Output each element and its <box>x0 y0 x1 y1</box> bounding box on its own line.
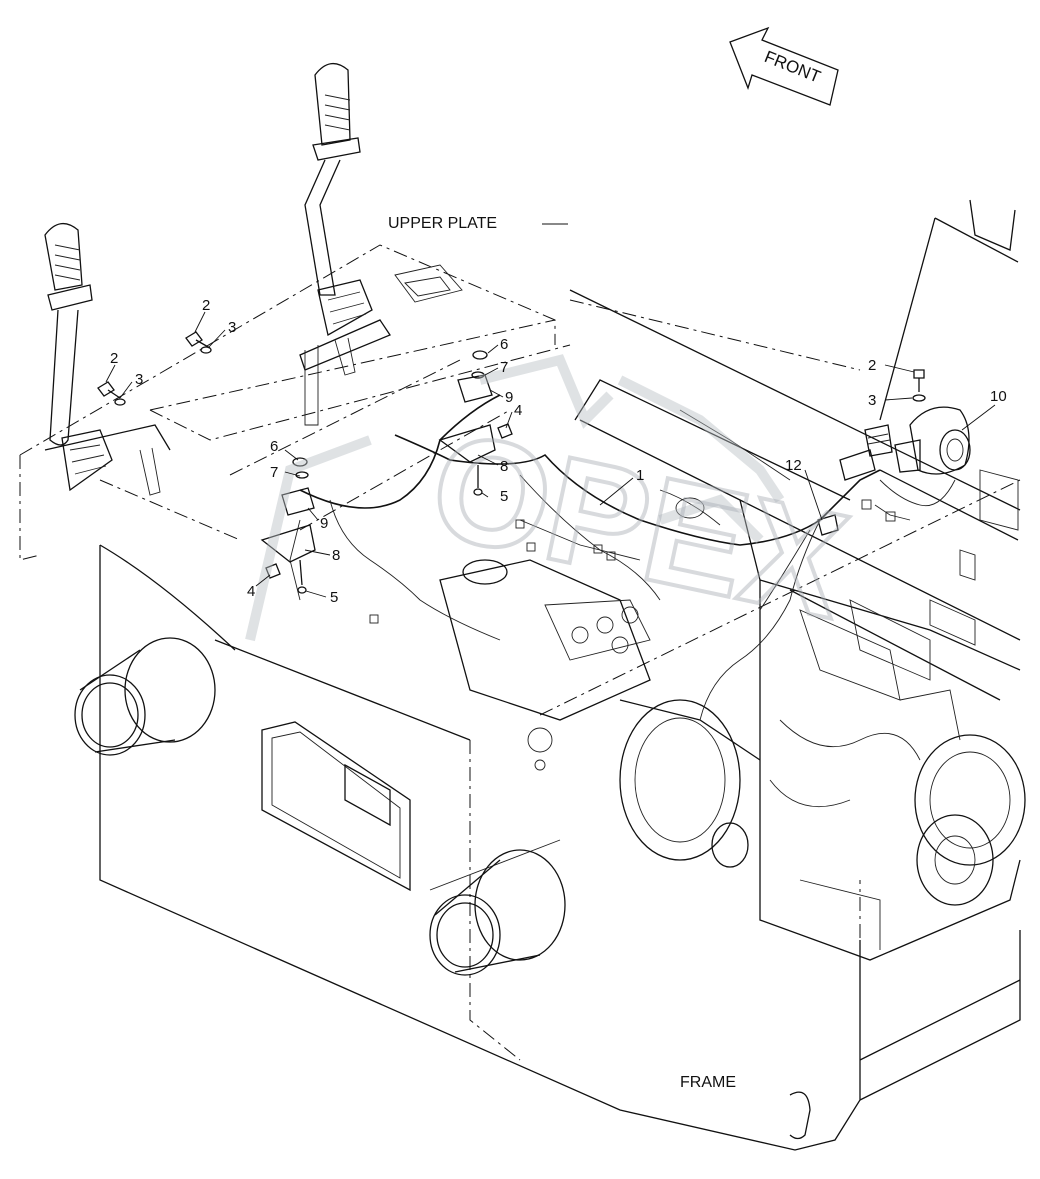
callout-1: 1 <box>636 467 644 484</box>
callout-5-a: 5 <box>500 488 508 505</box>
watermark-text: OPEX <box>418 399 861 650</box>
callout-6-a: 6 <box>500 336 508 353</box>
callout-leaders <box>105 311 996 598</box>
callout-9-b: 9 <box>320 515 328 532</box>
upper-plate <box>19 244 1021 1100</box>
arrow-left-icon <box>729 26 839 106</box>
front-label: FRONT <box>762 47 823 87</box>
callout-3-a: 3 <box>228 319 236 336</box>
callout-5-b: 5 <box>330 589 338 606</box>
callout-7-a: 7 <box>500 359 508 376</box>
engine-assembly <box>439 289 1026 961</box>
callout-2-c: 2 <box>868 357 876 374</box>
callout-8-a: 8 <box>500 458 508 475</box>
callout-3-c: 3 <box>868 392 876 409</box>
callout-2-b: 2 <box>110 350 118 367</box>
callout-8-b: 8 <box>332 547 340 564</box>
callout-7-b: 7 <box>270 464 278 481</box>
rear-panel <box>879 199 1019 541</box>
callout-3-b: 3 <box>135 371 143 388</box>
frame-label: FRAME <box>680 1074 736 1091</box>
callout-2-a: 2 <box>202 297 210 314</box>
callout-4-a: 4 <box>514 402 522 419</box>
right-control-lever <box>299 63 391 426</box>
callout-9-a: 9 <box>505 389 513 406</box>
callout-4-b: 4 <box>247 583 255 600</box>
callout-numbers: 2 3 2 3 6 7 9 4 8 5 1 6 7 9 8 4 5 2 3 10… <box>110 297 1007 606</box>
callout-10: 10 <box>990 388 1007 405</box>
callout-6-b: 6 <box>270 438 278 455</box>
upper-plate-label: UPPER PLATE <box>388 215 497 232</box>
left-control-lever <box>44 223 171 496</box>
callout-12: 12 <box>785 457 802 474</box>
front-arrow: FRONT <box>729 26 839 106</box>
